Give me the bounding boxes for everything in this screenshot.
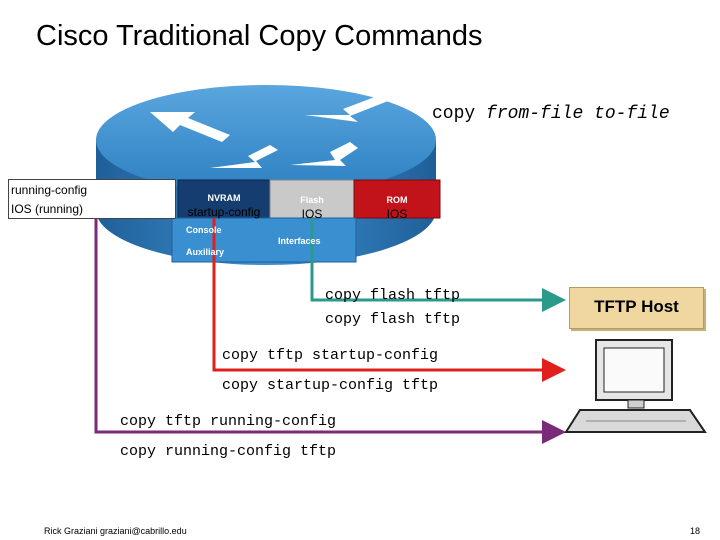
auxiliary-port-label: Auxiliary: [186, 247, 224, 257]
ram-ios-running: IOS (running): [11, 202, 83, 216]
ram-label: RAM: [127, 190, 158, 206]
interfaces-label: Interfaces: [278, 236, 321, 246]
ram-running-config: running-config: [11, 183, 87, 197]
nvram-label: NVRAM: [178, 193, 270, 203]
console-port-label: Console: [186, 225, 222, 235]
rom-value: IOS: [354, 207, 440, 221]
nvram-value: startup-config: [178, 205, 270, 219]
computer-icon: [566, 340, 705, 432]
tftp-host-label: TFTP Host: [569, 297, 704, 317]
page-number: 18: [690, 526, 700, 536]
cmd-flash-1: copy flash tftp: [325, 287, 460, 304]
flash-value: IOS: [270, 207, 354, 221]
cmd-startup-1: copy tftp startup-config: [222, 347, 438, 364]
cmd-startup-2: copy startup-config tftp: [222, 377, 438, 394]
cmd-running-2: copy running-config tftp: [120, 443, 336, 460]
cmd-flash-2: copy flash tftp: [325, 311, 460, 328]
cmd-running-1: copy tftp running-config: [120, 413, 336, 430]
footer-author: Rick Graziani graziani@cabrillo.edu: [44, 526, 187, 536]
flash-label: Flash: [270, 195, 354, 205]
rom-label: ROM: [354, 195, 440, 205]
